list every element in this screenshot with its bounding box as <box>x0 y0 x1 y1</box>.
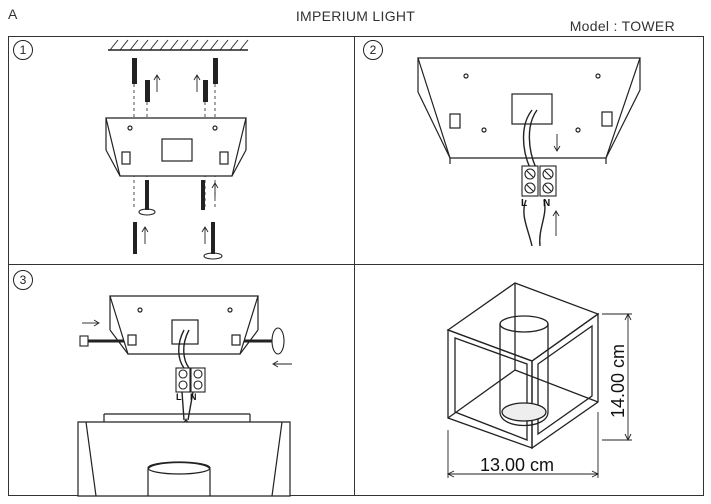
up-arrow-icon <box>141 182 219 244</box>
mounting-plate <box>105 117 247 177</box>
washer-icon <box>138 208 223 260</box>
screw-icon <box>133 180 215 254</box>
dimension-lines <box>446 312 632 478</box>
canopy-plate <box>109 295 259 355</box>
up-arrow-icon <box>153 74 201 92</box>
instruction-grid <box>8 36 704 496</box>
terminal-block-icon <box>175 367 206 393</box>
cable-icon <box>178 329 194 421</box>
terminal-label-live: L <box>176 392 182 402</box>
grid-divider-horizontal <box>8 264 704 266</box>
terminal-label-neutral: N <box>543 198 551 209</box>
step-3-badge: 3 <box>13 270 33 290</box>
arrow-icon <box>82 319 292 368</box>
panel-4-dimensions <box>446 282 632 478</box>
cable-icon <box>522 109 546 247</box>
arrow-icon <box>552 134 561 236</box>
cube-lamp-icon <box>446 282 600 450</box>
grid-divider-vertical <box>354 36 356 496</box>
terminal-label-live: L <box>521 198 528 209</box>
terminal-label-neutral: N <box>190 392 197 402</box>
panel-2-wiring <box>417 57 641 247</box>
dimension-height-label: 14.00 cm <box>608 343 628 418</box>
panel-3-assembly <box>77 295 292 497</box>
terminal-block-icon <box>521 165 557 197</box>
wall-plug-icon <box>132 58 218 102</box>
step-2-badge: 2 <box>363 40 383 60</box>
page-corner-label: A <box>8 6 18 22</box>
canopy-plate <box>417 57 641 164</box>
model-label: Model : TOWER <box>569 18 675 34</box>
dimension-width-label: 13.00 cm <box>480 455 555 475</box>
panel-1-ceiling-mount <box>105 39 249 260</box>
lamp-shade <box>77 413 291 497</box>
step-1-badge: 1 <box>13 40 33 60</box>
screw-icon <box>79 327 285 355</box>
ceiling-hatch-icon <box>109 39 249 51</box>
brand-title: IMPERIUM LIGHT <box>295 8 416 24</box>
